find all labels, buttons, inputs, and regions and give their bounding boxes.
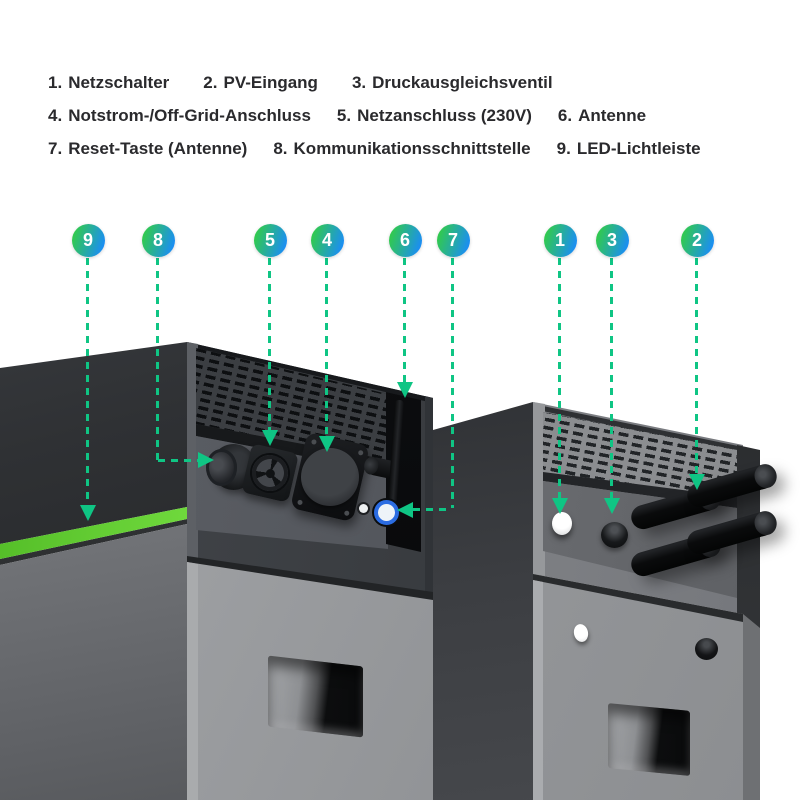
callout-line-1: [558, 258, 561, 498]
left-tower-handle-recess[interactable]: [268, 655, 363, 738]
legend-item-7: 7.Reset-Taste (Antenne): [48, 139, 247, 159]
legend-item-number: 6.: [557, 105, 573, 125]
legend-item-9: 9.LED-Lichtleiste: [557, 139, 701, 159]
kommunikationsschnittstelle-connector: [206, 441, 256, 493]
callout-arrow-8-icon: [198, 452, 214, 468]
legend-item-label: Notstrom-/Off-Grid-Anschluss: [68, 105, 311, 125]
callout-badge-4: 4: [310, 223, 344, 257]
body-pressure-vent: [695, 638, 718, 660]
legend-item-1: 1.Netzschalter: [48, 73, 169, 93]
callout-arrow-2-icon: [689, 474, 705, 490]
callout-line-6: [403, 258, 406, 382]
callout-line-2: [695, 258, 698, 474]
callout-line-7-elbow: [413, 508, 451, 511]
callout-line-5: [268, 258, 271, 430]
callout-badge-8: 8: [141, 223, 175, 257]
legend-item-6: 6.Antenne: [558, 106, 646, 126]
legend-row-3: 7.Reset-Taste (Antenne) 8.Kommunikations…: [48, 132, 701, 165]
legend-item-number: 2.: [203, 72, 218, 92]
reset-taste-button[interactable]: [374, 500, 399, 525]
legend-row-2: 4.Notstrom-/Off-Grid-Anschluss 5.Netzans…: [48, 99, 701, 132]
legend-item-number: 3.: [351, 72, 367, 92]
callout-arrow-3-icon: [604, 498, 620, 514]
legend-item-label: Kommunikationsschnittstelle: [293, 138, 531, 158]
callout-badge-3: 3: [595, 223, 629, 257]
legend-item-label: Netzanschluss (230V): [357, 105, 532, 125]
callout-line-9: [86, 258, 89, 505]
legend-item-label: Reset-Taste (Antenne): [68, 138, 248, 158]
callout-badge-2: 2: [680, 223, 714, 257]
callout-badge-7: 7: [436, 223, 470, 257]
callout-arrow-7-icon: [397, 502, 413, 518]
callout-line-8-elbow: [158, 459, 198, 462]
druckausgleichsventil: [601, 522, 628, 548]
netzschalter-power-button[interactable]: [552, 512, 572, 535]
callout-badge-1: 1: [543, 223, 577, 257]
legend-item-2: 2.PV-Eingang: [203, 73, 318, 93]
callout-arrow-1-icon: [552, 498, 568, 514]
legend: 1.Netzschalter 2.PV-Eingang 3.Druckausgl…: [48, 66, 701, 165]
legend-item-label: Antenne: [578, 105, 647, 125]
callout-line-4: [325, 258, 328, 436]
legend-item-number: 9.: [556, 138, 571, 158]
legend-item-number: 7.: [48, 138, 63, 158]
legend-item-8: 8.Kommunikationsschnittstelle: [273, 139, 530, 159]
callout-arrow-5-icon: [262, 430, 278, 446]
legend-item-3: 3.Druckausgleichsventil: [352, 73, 553, 93]
callout-line-8: [156, 258, 159, 460]
legend-item-5: 5.Netzanschluss (230V): [337, 106, 532, 126]
legend-item-label: PV-Eingang: [223, 72, 318, 92]
callout-arrow-6-icon: [397, 382, 413, 398]
callout-badge-6: 6: [388, 223, 422, 257]
legend-row-1: 1.Netzschalter 2.PV-Eingang 3.Druckausgl…: [48, 66, 701, 99]
callout-arrow-9-icon: [80, 505, 96, 521]
legend-item-number: 8.: [273, 138, 288, 158]
right-tower-handle-recess[interactable]: [608, 703, 690, 776]
callout-badge-5: 5: [253, 223, 287, 257]
legend-item-number: 5.: [336, 105, 352, 125]
callout-arrow-4-icon: [319, 436, 335, 452]
legend-item-number: 1.: [48, 72, 63, 92]
callout-badge-9: 9: [71, 223, 105, 257]
connector-socket-insert: [248, 451, 292, 495]
status-led: [359, 504, 368, 513]
legend-item-label: LED-Lichtleiste: [576, 138, 701, 158]
legend-item-label: Druckausgleichsventil: [372, 72, 553, 92]
legend-item-label: Netzschalter: [68, 72, 170, 92]
callout-line-3: [610, 258, 613, 498]
legend-item-4: 4.Notstrom-/Off-Grid-Anschluss: [48, 106, 311, 126]
legend-item-number: 4.: [48, 105, 63, 125]
callout-line-7: [451, 258, 454, 508]
